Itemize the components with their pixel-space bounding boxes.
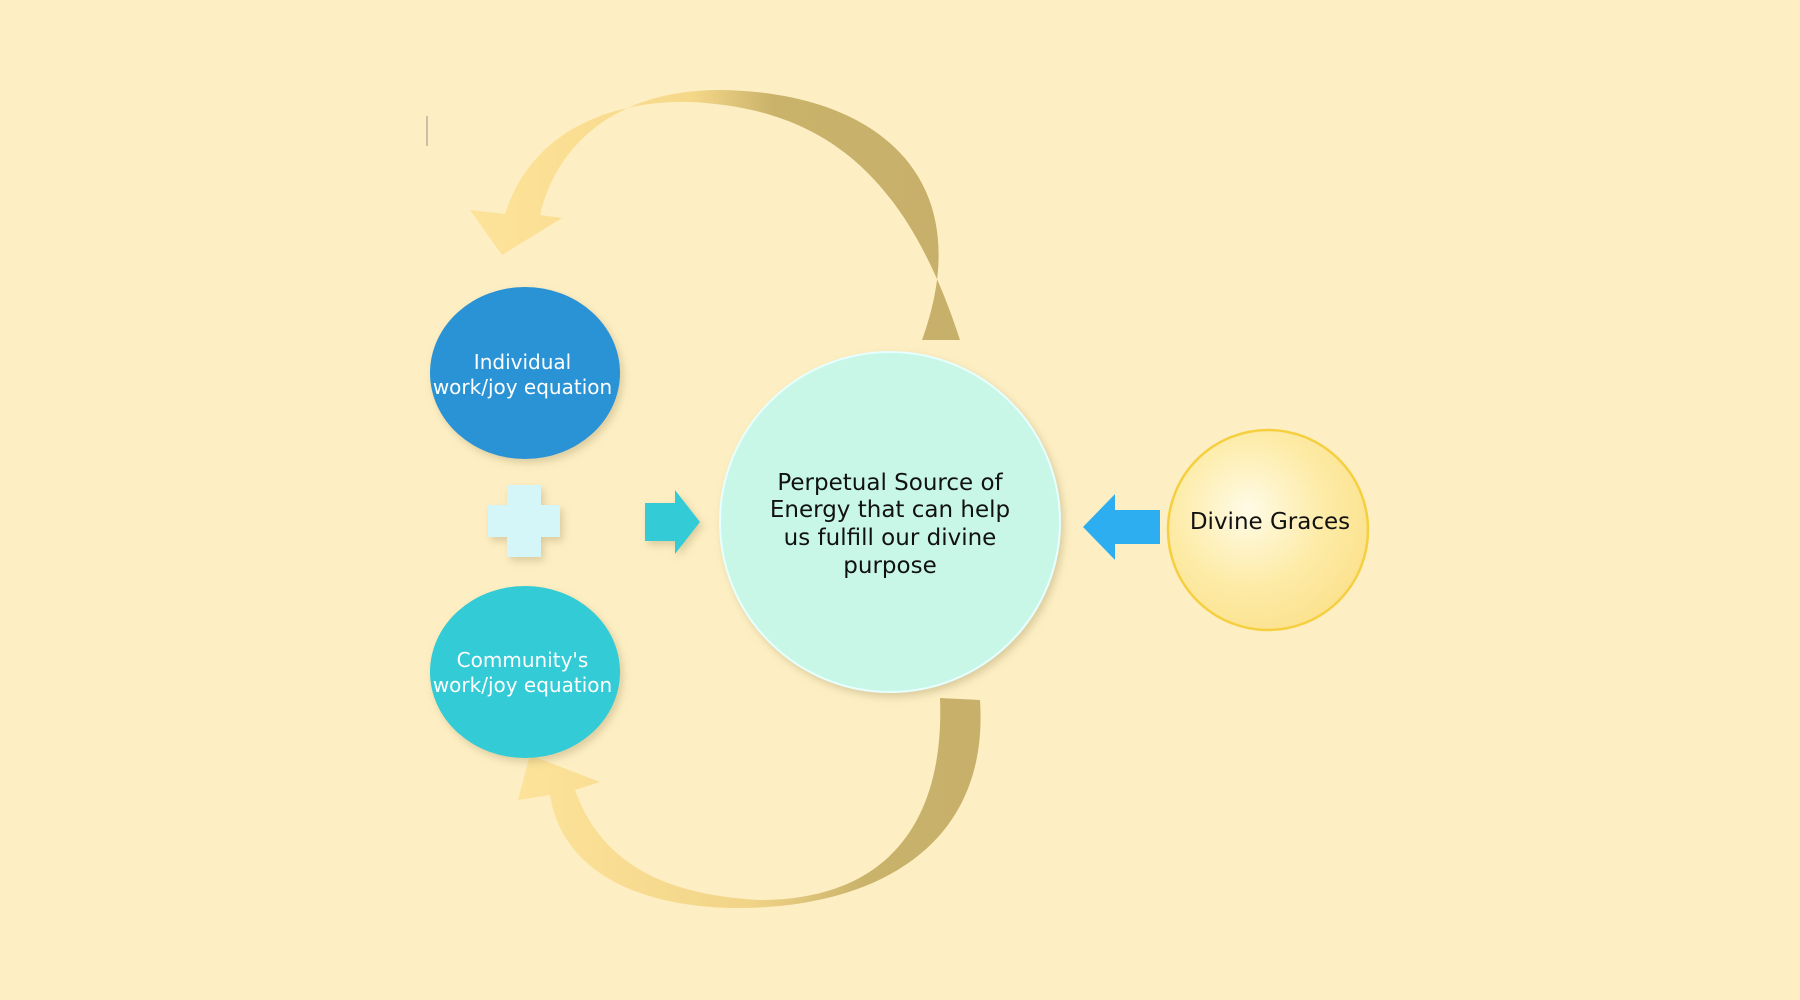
arrow-left-icon [1083,494,1160,560]
center-node [719,351,1061,693]
divine-label: Divine Graces [1189,509,1351,536]
divine-node [1166,428,1370,632]
community-label: Community's work/joy equation [432,648,613,697]
individual-label: Individual work/joy equation [432,350,613,399]
individual-node [430,287,620,459]
center-label: Perpetual Source of Energy that can help… [769,469,1011,579]
plus-icon [488,485,560,557]
community-node [430,586,620,758]
stray-tick-mark [426,116,428,146]
arrow-right-icon [645,490,700,554]
